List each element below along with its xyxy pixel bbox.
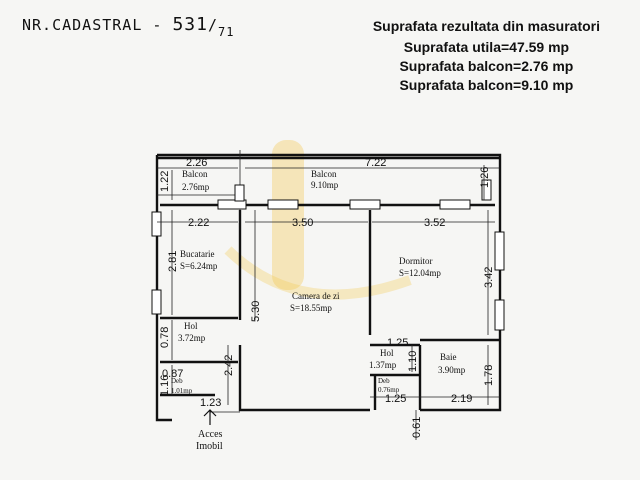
room-dormitor-name: Dormitor [399,256,433,266]
dim-1-23: 1.23 [200,397,221,409]
room-baie-area: 3.90mp [438,365,466,375]
dim-3-50: 3.50 [292,217,313,229]
windows [151,179,505,331]
room-camera-name: Camera de zi [292,291,340,301]
cadastral-value: 531 [172,14,208,35]
room-balcon-large-area: 9.10mp [311,180,339,190]
room-hol-right-area: 1.37mp [369,360,397,370]
dim-3-52: 3.52 [424,217,445,229]
room-dormitor-area: S=12.04mp [399,268,441,278]
dim-1-78: 1.78 [483,365,495,386]
dim-0-87: 0.87 [162,368,183,380]
dim-3-42: 3.42 [483,267,495,288]
room-deb-right-area: 0.76mp [378,386,400,394]
dim-1-26: 1.26 [479,167,491,188]
room-hol-right-name: Hol [380,348,394,358]
room-bucatarie-name: Bucatarie [180,249,214,259]
room-bucatarie-area: S=6.24mp [180,261,218,271]
dim-7-22: 7.22 [365,157,386,169]
dim-1-16: 1.16 [159,375,171,396]
summary-useful-area: Suprafata utila=47.59 mp [403,39,570,55]
dim-1-10: 1.10 [407,351,419,372]
room-deb-left-name: Deb [171,377,183,385]
cadastral-sub: 71 [218,25,235,39]
room-baie-name: Baie [440,352,457,362]
dim-2-26: 2.26 [186,157,207,169]
access-label: Acces [198,429,223,440]
summary-heading: Suprafata rezultata din masuratori [372,18,600,34]
dim-2-22: 2.22 [188,217,209,229]
room-balcon-small-name: Balcon [182,169,208,179]
room-deb-right-name: Deb [378,377,390,385]
room-balcon-small-area: 2.76mp [182,182,210,192]
dim-0-78: 0.78 [159,327,171,348]
access-label-building: Imobil [196,441,223,452]
cadastral-label: NR.CADASTRAL - [22,16,163,34]
area-summary: Suprafata rezultata din masuratori Supra… [373,18,600,96]
dim-2-19: 2.19 [451,393,472,405]
room-camera-area: S=18.55mp [290,303,332,313]
room-hol-left-name: Hol [184,321,198,331]
room-balcon-large-name: Balcon [311,169,337,179]
room-deb-left-area: 1.01mp [171,387,193,395]
dim-1-25-top: 1.25 [387,337,408,349]
dim-2-42: 2.42 [223,355,235,376]
summary-balcony-1: Suprafata balcon=2.76 mp [399,58,574,74]
dim-5-30: 5.30 [250,301,262,322]
summary-balcony-2: Suprafata balcon=9.10 mp [399,77,574,93]
dim-1-22: 1.22 [159,171,171,192]
dim-2-81: 2.81 [167,251,179,272]
dim-1-25-bottom: 1.25 [385,393,406,405]
room-hol-left-area: 3.72mp [178,333,206,343]
access-arrow-icon [203,409,217,425]
dim-0-61: 0.61 [411,417,423,438]
cadastral-number: NR.CADASTRAL - 531/71 [22,14,235,39]
dimension-lines [157,165,500,440]
watermark-logo [224,140,412,300]
